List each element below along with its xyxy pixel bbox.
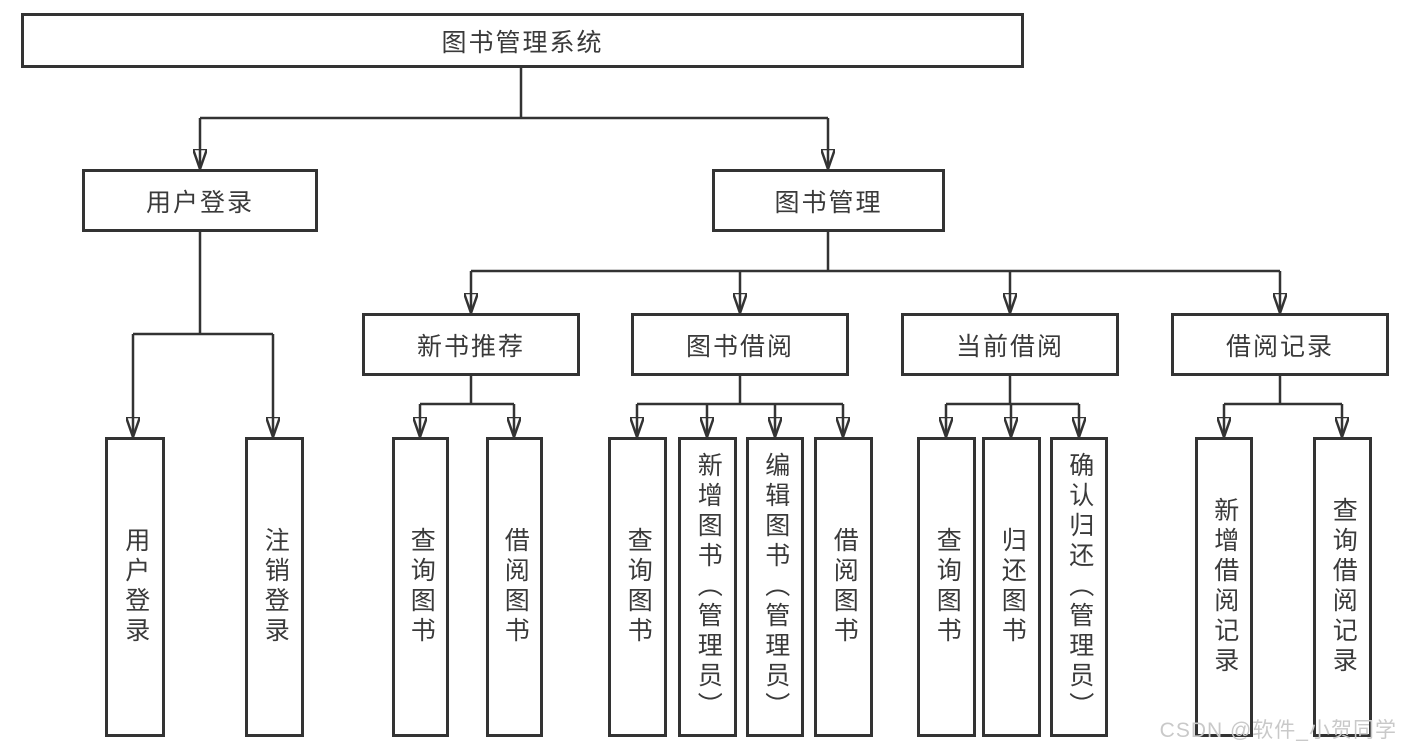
node-current-borrowing: 当前借阅: [901, 313, 1119, 376]
leaf-recommend-query-books: 查询图书: [392, 437, 449, 737]
leaf-borrow-add-books-admin: 新增图书（管理员）: [678, 437, 737, 737]
leaf-borrow-borrow-books: 借阅图书: [814, 437, 873, 737]
leaf-recommend-borrow-books: 借阅图书: [486, 437, 543, 737]
leaf-current-confirm-return-admin-label: 确认归还（管理员）: [1065, 452, 1094, 722]
node-book-borrowing-label: 图书借阅: [685, 332, 794, 361]
leaf-borrow-edit-books-admin-label: 编辑图书（管理员）: [761, 452, 790, 722]
leaf-records-query-record: 查询借阅记录: [1313, 437, 1372, 737]
leaf-recommend-borrow-books-label: 借阅图书: [501, 527, 530, 647]
leaf-borrow-edit-books-admin: 编辑图书（管理员）: [746, 437, 804, 737]
node-new-book-recommendation-label: 新书推荐: [416, 332, 525, 361]
leaf-borrow-borrow-books-label: 借阅图书: [830, 527, 859, 647]
node-user-login: 用户登录: [82, 169, 318, 232]
leaf-current-confirm-return-admin: 确认归还（管理员）: [1050, 437, 1108, 737]
node-new-book-recommendation: 新书推荐: [362, 313, 580, 376]
leaf-current-return-books-label: 归还图书: [998, 527, 1027, 647]
node-book-management: 图书管理: [712, 169, 945, 232]
leaf-records-add-record: 新增借阅记录: [1195, 437, 1253, 737]
node-book-borrowing: 图书借阅: [631, 313, 849, 376]
node-borrowing-records-label: 借阅记录: [1225, 332, 1334, 361]
leaf-user-login: 用户登录: [105, 437, 165, 737]
leaf-current-return-books: 归还图书: [982, 437, 1041, 737]
leaf-records-query-record-label: 查询借阅记录: [1329, 497, 1358, 677]
leaf-logout-login: 注销登录: [245, 437, 304, 737]
node-library-system-label: 图书管理系统: [441, 28, 604, 57]
node-library-system: 图书管理系统: [21, 13, 1024, 68]
node-user-login-label: 用户登录: [145, 188, 254, 217]
leaf-borrow-query-books-label: 查询图书: [624, 527, 653, 647]
leaf-user-login-label: 用户登录: [121, 527, 150, 647]
leaf-current-query-books: 查询图书: [917, 437, 976, 737]
node-book-management-label: 图书管理: [774, 188, 883, 217]
leaf-current-query-books-label: 查询图书: [933, 527, 962, 647]
node-borrowing-records: 借阅记录: [1171, 313, 1389, 376]
csdn-watermark: CSDN @软件_小贺同学: [1159, 719, 1397, 742]
leaf-logout-login-label: 注销登录: [261, 527, 290, 647]
node-current-borrowing-label: 当前借阅: [955, 332, 1064, 361]
leaf-records-add-record-label: 新增借阅记录: [1210, 497, 1239, 677]
leaf-recommend-query-books-label: 查询图书: [407, 527, 436, 647]
leaf-borrow-add-books-admin-label: 新增图书（管理员）: [694, 452, 723, 722]
leaf-borrow-query-books: 查询图书: [608, 437, 667, 737]
